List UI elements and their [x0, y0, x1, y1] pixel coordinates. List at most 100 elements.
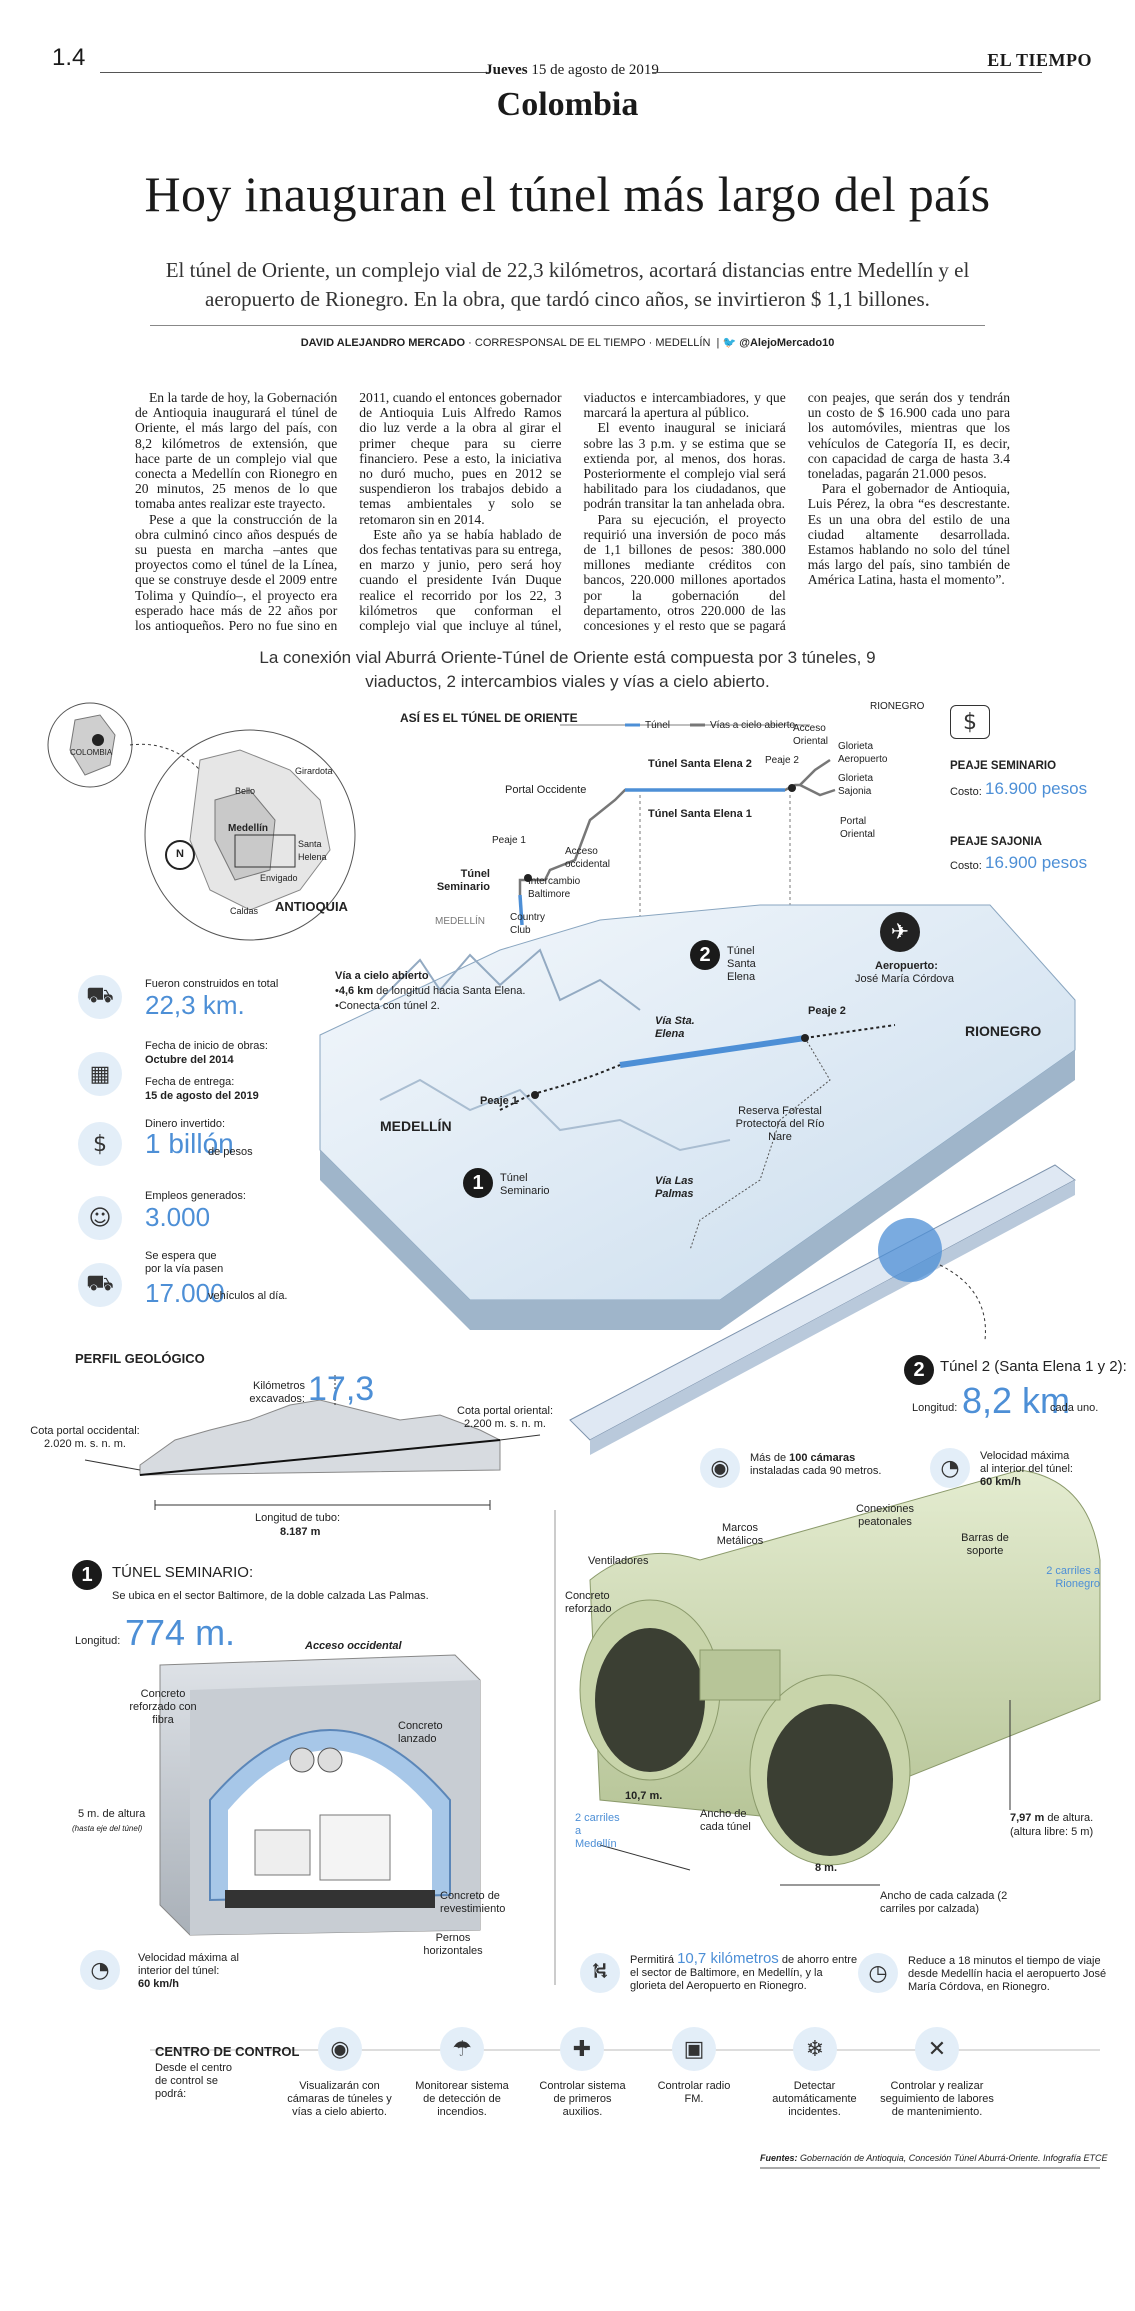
- stat-investment: 1 billón: [145, 1128, 234, 1159]
- map-place: Medellín: [228, 823, 269, 834]
- tunnel2-bar: [569, 1164, 1076, 1455]
- beneficio-km: 10,7 kilómetros: [677, 1950, 779, 1967]
- perfil-cota-oriental: Cota portal oriental: 2.200 m. s. n. m.: [457, 1405, 553, 1430]
- terrain-tunel-santa-elena: Túnel Santa Elena: [727, 945, 756, 983]
- brand-logo: EL TIEMPO: [987, 50, 1092, 70]
- tunnel2-longitud-value: 8,2 km: [962, 1380, 1071, 1421]
- perfil-km-value: 17,3: [308, 1370, 375, 1408]
- masthead-rule-left: [100, 72, 490, 73]
- article-paragraph: Pese a que la construcción de la obra cu…: [135, 390, 562, 634]
- legend-tunnel: Túnel: [645, 720, 671, 731]
- sources: Fuentes: Gobernación de Antioquia, Conce…: [760, 2153, 1108, 2163]
- label-calzada-value: 8 m.: [815, 1862, 838, 1874]
- stat-post: Fecha de entrega:: [145, 1076, 235, 1088]
- article-paragraph: En la tarde de hoy, la Gobernación de An…: [135, 390, 338, 512]
- peaje-seminario-cost: 16.900 pesos: [985, 779, 1088, 798]
- timer-icon: ◷: [858, 1953, 898, 1993]
- map-place: Bello: [235, 786, 256, 796]
- money-icon: $: [78, 1122, 122, 1166]
- label-ancho-tunel-value: 10,7 m.: [625, 1790, 663, 1802]
- infographic-intro: La conexión vial Aburrá Oriente-Túnel de…: [259, 648, 876, 691]
- peaje-sajonia-cost-label: Costo:: [950, 860, 982, 872]
- route-peaje1: Peaje 1: [492, 835, 526, 846]
- control-item: Visualizarán con cámaras de túneles y ví…: [287, 2080, 392, 2118]
- tunnel1-longitud-label: Longitud:: [75, 1635, 121, 1647]
- route-acceso-oriental: Acceso Oriental: [793, 723, 829, 747]
- locator-map: [47, 702, 356, 941]
- byline-author: DAVID ALEJANDRO MERCADO: [300, 337, 466, 349]
- peaje-sajonia-title: PEAJE SAJONIA: [950, 836, 1043, 848]
- article-paragraph: El evento inaugural se iniciará sobre la…: [583, 420, 786, 512]
- tunnel2-speed-value: 60 km/h: [980, 1476, 1021, 1488]
- road-savings-icon: ⛕: [580, 1953, 620, 1993]
- terrain-peaje2: Peaje 2: [808, 1005, 846, 1017]
- tunnel1-section: [159, 1654, 481, 1936]
- article-paragraph: Este año ya se había hablado de dos fech…: [359, 390, 786, 634]
- terrain-rionegro: RIONEGRO: [965, 1023, 1042, 1039]
- label-concreto-lanzado: Concreto lanzado: [398, 1720, 443, 1745]
- masthead-rule-right: [652, 72, 1042, 73]
- calendar-icon: ▦: [78, 1052, 122, 1096]
- label-concreto: Concreto reforzado: [565, 1590, 612, 1615]
- route-peaje2: Peaje 2: [765, 755, 799, 766]
- terrain-medellin: MEDELLÍN: [380, 1118, 452, 1134]
- route-portal-oriental: Portal Oriental: [840, 816, 876, 840]
- via-cielo-connects: Conecta con túnel 2.: [338, 1000, 440, 1012]
- legend-open-road: Vías a cielo abierto: [710, 720, 796, 731]
- twin-tubes: [579, 1469, 1101, 1886]
- byline-handle[interactable]: @AlejoMercado10: [739, 337, 835, 349]
- terrain-via-sta-elena: Vía Sta. Elena: [655, 1015, 695, 1040]
- perfil-longitud-value: 8.187 m: [280, 1526, 321, 1538]
- road-icon: ⛟: [78, 975, 122, 1019]
- route-glorieta-aeropuerto: Glorieta Aeropuerto: [838, 741, 888, 765]
- tunnel2-speed-text: Velocidad máxima al interior del túnel:: [980, 1450, 1073, 1475]
- peaje-sajonia-cost: 16.900 pesos: [985, 853, 1088, 872]
- map-label-colombia: COLOMBIA: [70, 748, 113, 757]
- stat-pre: Dinero invertido:: [145, 1118, 226, 1130]
- badge-2: 2: [690, 940, 720, 970]
- worker-icon: ☺: [78, 1196, 122, 1240]
- tunnel1-acceso: Acceso occidental: [305, 1640, 402, 1652]
- article-paragraph: Para el gobernador de Antioquia, Luis Pé…: [807, 481, 1010, 588]
- route-tunel-se1: Túnel Santa Elena 1: [648, 808, 752, 820]
- page-number: 1.4: [52, 44, 86, 71]
- north-arrow-icon: N: [176, 848, 184, 860]
- masthead: 1.4 Jueves 15 de agosto de 2019 EL TIEMP…: [52, 44, 1092, 78]
- map-place: Santa Helena: [298, 839, 327, 862]
- label-ancho-tunel: Ancho de cada túnel: [700, 1808, 751, 1833]
- issue-date: Jueves 15 de agosto de 2019: [485, 62, 659, 78]
- label-altura-tunel1: 5 m. de altura: [78, 1808, 146, 1820]
- route-intercambio-baltimore: Intercambio Baltimore: [528, 876, 581, 900]
- label-carriles-rionegro: 2 carriles a Rionegro: [1046, 1565, 1100, 1590]
- deck: El túnel de Oriente, un complejo vial de…: [165, 258, 970, 311]
- terrain-tunel-seminario: Túnel Seminario: [500, 1172, 550, 1197]
- control-item: Monitorear sistema de detección de incen…: [415, 2080, 509, 2118]
- stat-end-date: 15 de agosto del 2019: [145, 1090, 259, 1102]
- radio-icon: ▣: [672, 2027, 716, 2071]
- tunnel2-title: Túnel 2 (Santa Elena 1 y 2):: [940, 1358, 1127, 1375]
- camera-icon: ◉: [700, 1448, 740, 1488]
- via-cielo-text: de longitud hacia Santa Elena.: [376, 985, 526, 997]
- label-conexiones: Conexiones peatonales: [855, 1503, 915, 1528]
- article-paragraph: Para su ejecución, el proyecto requirió …: [583, 390, 1011, 634]
- badge-1: 1: [463, 1168, 493, 1198]
- label-calzada: Ancho de cada calzada (2 carriles por ca…: [880, 1890, 1008, 1915]
- perfil-longitud-label: Longitud de tubo:: [255, 1512, 341, 1524]
- route-rionegro: RIONEGRO: [870, 701, 925, 712]
- stat-vehicles: 17.000: [145, 1278, 225, 1308]
- label-carriles-medellin: 2 carriles a Medellín: [575, 1812, 620, 1850]
- stat-pre: Fueron construidos en total: [145, 978, 279, 990]
- peaje-seminario-title: PEAJE SEMINARIO: [950, 760, 1057, 772]
- speedometer-icon: ◔: [930, 1448, 970, 1488]
- terrain-model: [319, 904, 1076, 1330]
- route-portal-occidente: Portal Occidente: [505, 784, 587, 796]
- stat-post: vehículos al día.: [208, 1290, 288, 1302]
- label-ventiladores: Ventiladores: [588, 1555, 649, 1567]
- label-pernos: Pernos horizontales: [423, 1932, 483, 1957]
- stat-pre: Se espera que por la vía pasen: [145, 1250, 224, 1275]
- label-barras: Barras de soporte: [961, 1532, 1009, 1557]
- route-country-club: Country Club: [510, 912, 546, 936]
- geological-profile: [84, 1375, 541, 1510]
- speedometer-icon: ◔: [80, 1950, 120, 1990]
